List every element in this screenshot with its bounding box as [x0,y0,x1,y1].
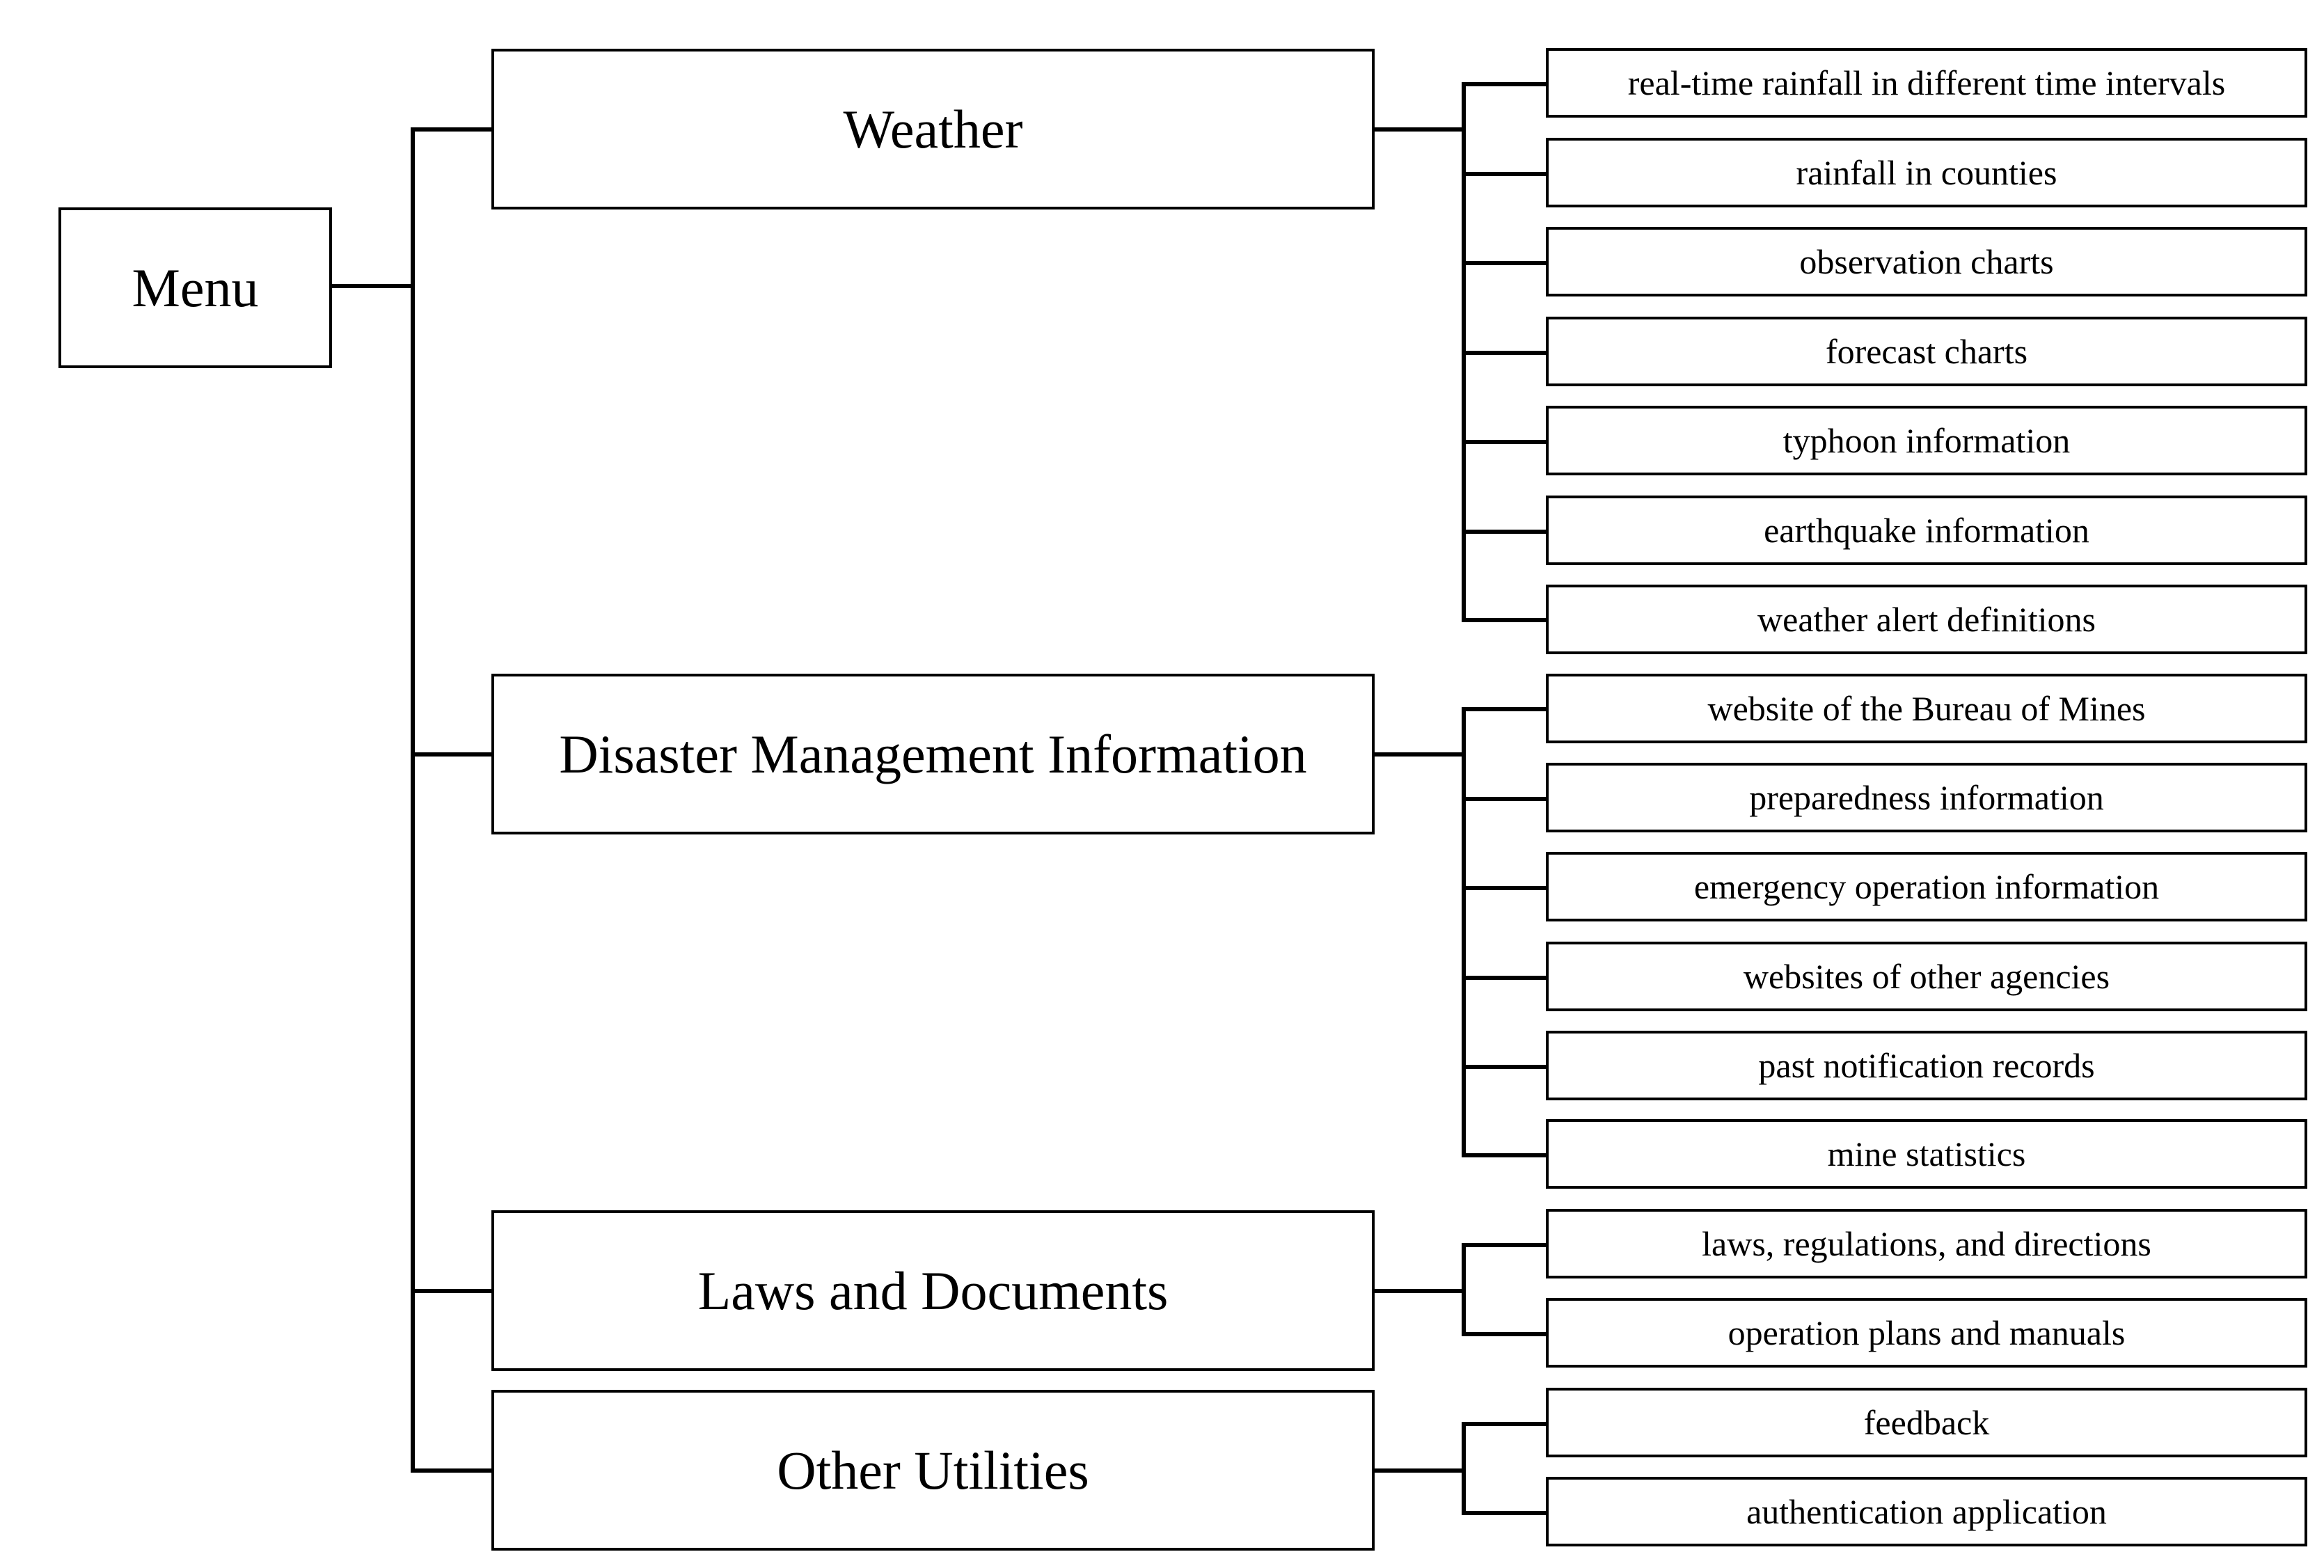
category-label: Laws and Documents [697,1260,1169,1321]
category-laws-documents: Laws and Documents [491,1210,1375,1371]
leaf-label: mine statistics [1827,1134,2026,1173]
leaf-label: past notification records [1758,1046,2095,1085]
category-label: Disaster Management Information [559,723,1307,784]
menu-root-node: Menu [58,207,332,368]
leaf-node: websites of other agencies [1546,942,2307,1011]
menu-root-label: Menu [132,257,259,318]
leaf-connector [1462,618,1546,622]
category-disaster-management: Disaster Management Information [491,674,1375,834]
weather-connector [1375,127,1464,132]
leaf-connector [1462,707,1546,711]
leaf-connector [1462,82,1546,86]
leaf-node: emergency operation information [1546,852,2307,921]
leaf-node: website of the Bureau of Mines [1546,674,2307,743]
leaf-label: authentication application [1746,1492,2107,1531]
leaf-connector [1462,886,1546,890]
leaf-connector [1462,261,1546,265]
leaf-node: feedback [1546,1388,2307,1457]
leaf-node: weather alert definitions [1546,585,2307,654]
disaster-connector [1375,752,1464,757]
branch-weather [411,127,491,132]
leaf-label: emergency operation information [1693,867,2160,906]
leaf-node: laws, regulations, and directions [1546,1209,2307,1278]
leaf-label: websites of other agencies [1743,957,2110,996]
category-weather: Weather [491,49,1375,209]
leaf-label: rainfall in counties [1796,153,2057,192]
leaf-connector [1462,1065,1546,1069]
root-connector [332,284,413,288]
leaf-label: laws, regulations, and directions [1702,1224,2151,1263]
leaf-node: real-time rainfall in different time int… [1546,48,2307,118]
root-trunk [411,127,415,1472]
leaf-node: observation charts [1546,227,2307,296]
category-label: Weather [843,98,1023,159]
branch-utilities [411,1468,491,1473]
leaf-connector [1462,1511,1546,1515]
leaf-node: mine statistics [1546,1119,2307,1189]
leaf-node: preparedness information [1546,763,2307,832]
leaf-label: preparedness information [1749,778,2104,817]
leaf-connector [1462,1422,1546,1426]
leaf-label: earthquake information [1764,511,2089,550]
laws-connector [1375,1289,1464,1293]
leaf-label: forecast charts [1825,332,2028,371]
leaf-node: earthquake information [1546,496,2307,565]
leaf-label: operation plans and manuals [1728,1313,2126,1352]
leaf-node: authentication application [1546,1477,2307,1546]
leaf-connector [1462,1332,1546,1336]
leaf-label: weather alert definitions [1757,600,2096,639]
leaf-label: website of the Bureau of Mines [1707,689,2146,728]
leaf-connector [1462,797,1546,801]
leaf-connector [1462,1153,1546,1157]
leaf-connector [1462,530,1546,534]
category-other-utilities: Other Utilities [491,1390,1375,1551]
leaf-connector [1462,351,1546,355]
utilities-connector [1375,1468,1464,1473]
leaf-label: observation charts [1799,242,2054,281]
leaf-connector [1462,172,1546,176]
category-label: Other Utilities [777,1439,1089,1500]
leaf-label: real-time rainfall in different time int… [1627,63,2226,102]
branch-laws [411,1289,491,1293]
disaster-trunk [1462,707,1466,1157]
utilities-trunk [1462,1422,1466,1515]
laws-trunk [1462,1243,1466,1336]
branch-disaster [411,752,491,757]
leaf-connector [1462,1243,1546,1247]
leaf-node: operation plans and manuals [1546,1298,2307,1368]
leaf-node: rainfall in counties [1546,138,2307,207]
leaf-node: forecast charts [1546,317,2307,386]
leaf-connector [1462,976,1546,980]
leaf-node: typhoon information [1546,406,2307,475]
leaf-label: feedback [1863,1403,1990,1442]
leaf-node: past notification records [1546,1031,2307,1100]
leaf-connector [1462,440,1546,444]
leaf-label: typhoon information [1782,421,2071,460]
